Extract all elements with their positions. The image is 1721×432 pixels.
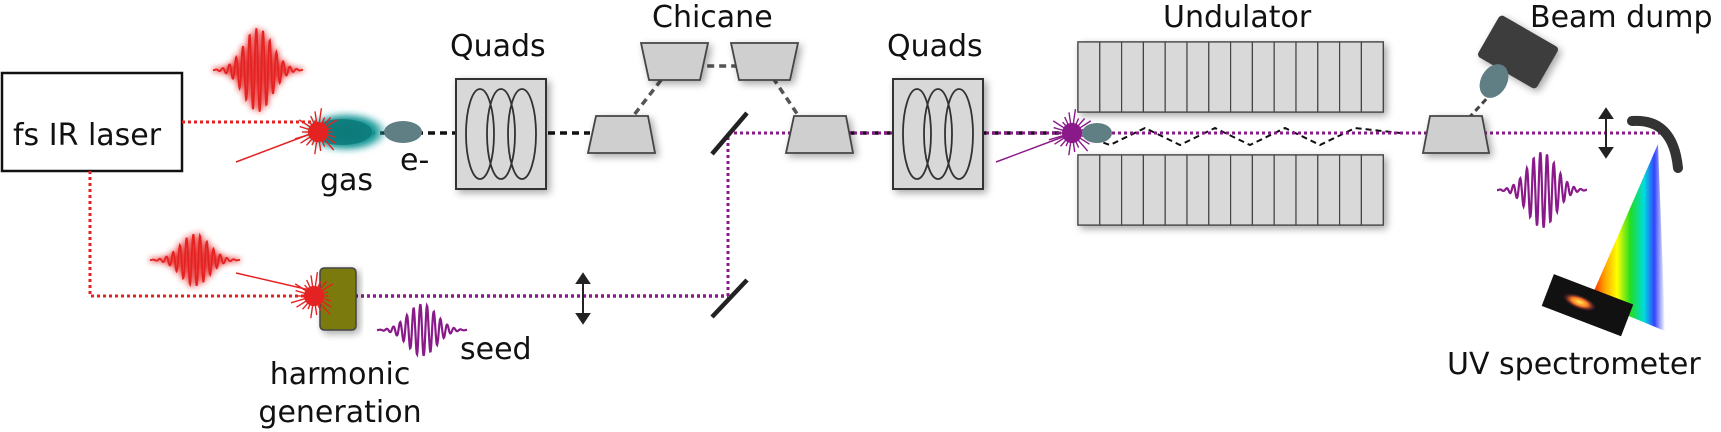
laser-box	[0, 71, 184, 173]
uv-spectrometer-label: UV spectrometer	[1447, 347, 1701, 382]
undulator-magnet-block	[1360, 154, 1384, 226]
undulator-magnet-block	[1186, 154, 1210, 226]
undulator-magnet-block	[1317, 154, 1341, 226]
undulator-magnet-block	[1295, 154, 1319, 226]
beam-dump-icon	[1478, 15, 1558, 89]
seed-pulse-icon	[376, 302, 468, 358]
seed-incidence-line	[995, 134, 1069, 163]
mirror-icon-bottom	[710, 278, 749, 319]
ir-beam-incidence-2	[235, 272, 315, 292]
ir-pulse-icon-2	[149, 232, 241, 288]
spectrum-fan	[1590, 144, 1665, 331]
undulator-bottom-array	[1077, 154, 1384, 226]
harmonic-label-line1: harmonic	[269, 357, 411, 392]
undulator-magnet-block	[1251, 41, 1275, 113]
undulator-magnet-block	[1208, 41, 1232, 113]
mirror-icon-top	[710, 111, 749, 156]
undulator-magnet-block	[1338, 154, 1362, 226]
output-pulse-icon	[1497, 152, 1587, 228]
undulator-magnet-block	[1273, 154, 1297, 226]
electron-bunch-dump	[1479, 64, 1509, 98]
chicane-magnet-icon	[586, 42, 1491, 154]
undulator-magnet-block	[1120, 41, 1144, 113]
undulator-magnet-block	[1317, 41, 1341, 113]
undulator-magnet-block	[1164, 41, 1188, 113]
double-arrow-icon-seed	[575, 272, 591, 325]
undulator-magnet-block	[1360, 41, 1384, 113]
double-arrow-icon-out	[1598, 107, 1614, 159]
quads-left-label: Quads	[450, 29, 546, 64]
quadrupole-lens-icon-left	[455, 78, 547, 190]
hhg-spark-icon	[290, 272, 334, 319]
seed-label: seed	[460, 332, 532, 367]
undulator-label: Undulator	[1163, 0, 1312, 35]
undulator-magnet-block	[1099, 41, 1123, 113]
undulator-magnet-block	[1142, 41, 1166, 113]
undulator-magnet-block	[1142, 154, 1166, 226]
electron-beam-to-dump	[1453, 93, 1492, 135]
undulator-magnet-block	[1251, 154, 1275, 226]
spark-core	[1061, 122, 1083, 144]
harmonic-generation-label: harmonic generation	[240, 356, 440, 432]
electron-bunch-icon	[384, 121, 422, 143]
undulator-magnet-block	[1186, 41, 1210, 113]
ccd-detector-icon	[1541, 274, 1634, 337]
undulator-magnet-block	[1338, 41, 1362, 113]
undulator-magnet-block	[1295, 41, 1319, 113]
spark-core	[307, 121, 329, 143]
undulator-magnet-block	[1077, 154, 1101, 226]
curved-grating-icon	[1627, 115, 1683, 173]
undulator-magnet-block	[1208, 154, 1232, 226]
undulator-magnet-block	[1077, 41, 1101, 113]
seed-spark-icon	[1048, 109, 1092, 156]
electron-label: e-	[400, 143, 430, 178]
electron-beam-wiggle	[1074, 126, 1401, 147]
spark-core	[303, 285, 325, 307]
quadrupole-lens-icon-right	[892, 78, 984, 190]
laser-label: fs IR laser	[13, 118, 162, 153]
undulator-top-array	[1077, 41, 1384, 113]
undulator-magnet-block	[1164, 154, 1188, 226]
harmonic-label-line2: generation	[258, 395, 422, 430]
ir-beam-to-hhg	[88, 171, 318, 298]
quads-right-label: Quads	[887, 29, 983, 64]
electron-bunch-undulator	[1082, 123, 1112, 143]
undulator-magnet-block	[1120, 154, 1144, 226]
ir-beam-incidence-1	[235, 130, 319, 163]
beam-dump-label: Beam dump	[1530, 0, 1713, 35]
undulator-magnet-block	[1099, 154, 1123, 226]
chicane-label: Chicane	[652, 0, 773, 35]
ir-pulse-icon	[212, 28, 304, 112]
gas-label: gas	[320, 163, 374, 198]
electron-beam-chicane	[618, 64, 812, 135]
undulator-magnet-block	[1273, 41, 1297, 113]
undulator-magnet-block	[1229, 154, 1253, 226]
undulator-magnet-block	[1229, 41, 1253, 113]
